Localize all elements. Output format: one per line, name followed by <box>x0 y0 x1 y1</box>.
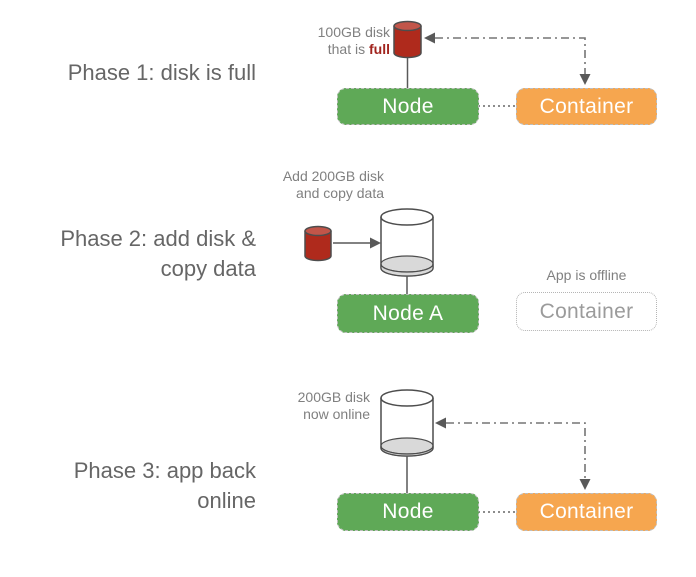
phase1-disk-note-line1: 100GB disk <box>317 24 390 40</box>
disk-cylinder-100gb-icon <box>393 20 422 59</box>
app-offline-note: App is offline <box>516 267 657 284</box>
phase3-container-disk-arrow <box>435 417 591 490</box>
phase2-disk-note-line1: Add 200GB disk <box>282 168 384 184</box>
phase3-heading: Phase 3: app back online <box>10 456 256 516</box>
phase3-disk-note-line1: 200GB disk <box>297 389 370 405</box>
phase1-heading-text: Phase 1: disk is full <box>67 60 256 85</box>
phase2-container-box-offline: Container <box>516 292 657 331</box>
phase3-disk-note-line2: now online <box>303 406 370 422</box>
phase1-heading: Phase 1: disk is full <box>10 58 256 88</box>
phase1-disk-note-line2: that is full <box>270 41 390 58</box>
disk-cylinder-old-icon <box>304 225 332 262</box>
phase1-container-disk-arrow <box>424 32 591 85</box>
disk-cylinder-200gb-icon <box>380 208 434 277</box>
phase3-disk-note: 200GB disk now online <box>250 389 370 423</box>
phase1-disk-note-full-emphasis: full <box>369 41 390 57</box>
copy-data-arrow <box>333 237 381 249</box>
phase2-heading-line1: Phase 2: add disk & <box>60 226 256 251</box>
phase2-node-box: Node A <box>337 294 479 333</box>
phase2-container-label: Container <box>539 299 634 323</box>
phase2-heading: Phase 2: add disk & copy data <box>10 224 256 284</box>
phase3-container-label: Container <box>539 500 634 523</box>
disk-cylinder-200gb-online-icon <box>380 389 434 457</box>
phase1-node-label: Node <box>382 94 434 118</box>
phase1-disk-note-prefix: that is <box>327 41 369 57</box>
phase3-heading-line1: Phase 3: app back <box>73 458 256 483</box>
phase2-disk-note: Add 200GB disk and copy data <box>252 168 384 202</box>
phase1-node-box: Node <box>337 88 479 125</box>
phase2-disk-note-line2: and copy data <box>296 185 384 201</box>
phase1-container-label: Container <box>539 94 634 118</box>
app-offline-text: App is offline <box>546 267 627 283</box>
phase2-node-label: Node A <box>372 301 444 325</box>
phase1-container-box: Container <box>516 88 657 125</box>
phase3-node-box: Node <box>337 493 479 531</box>
phase2-heading-line2: copy data <box>160 256 256 281</box>
phase3-node-label: Node <box>382 500 434 523</box>
phase3-heading-line2: online <box>197 488 256 513</box>
phase1-disk-note: 100GB disk that is full <box>270 24 390 58</box>
phase3-container-box: Container <box>516 493 657 531</box>
